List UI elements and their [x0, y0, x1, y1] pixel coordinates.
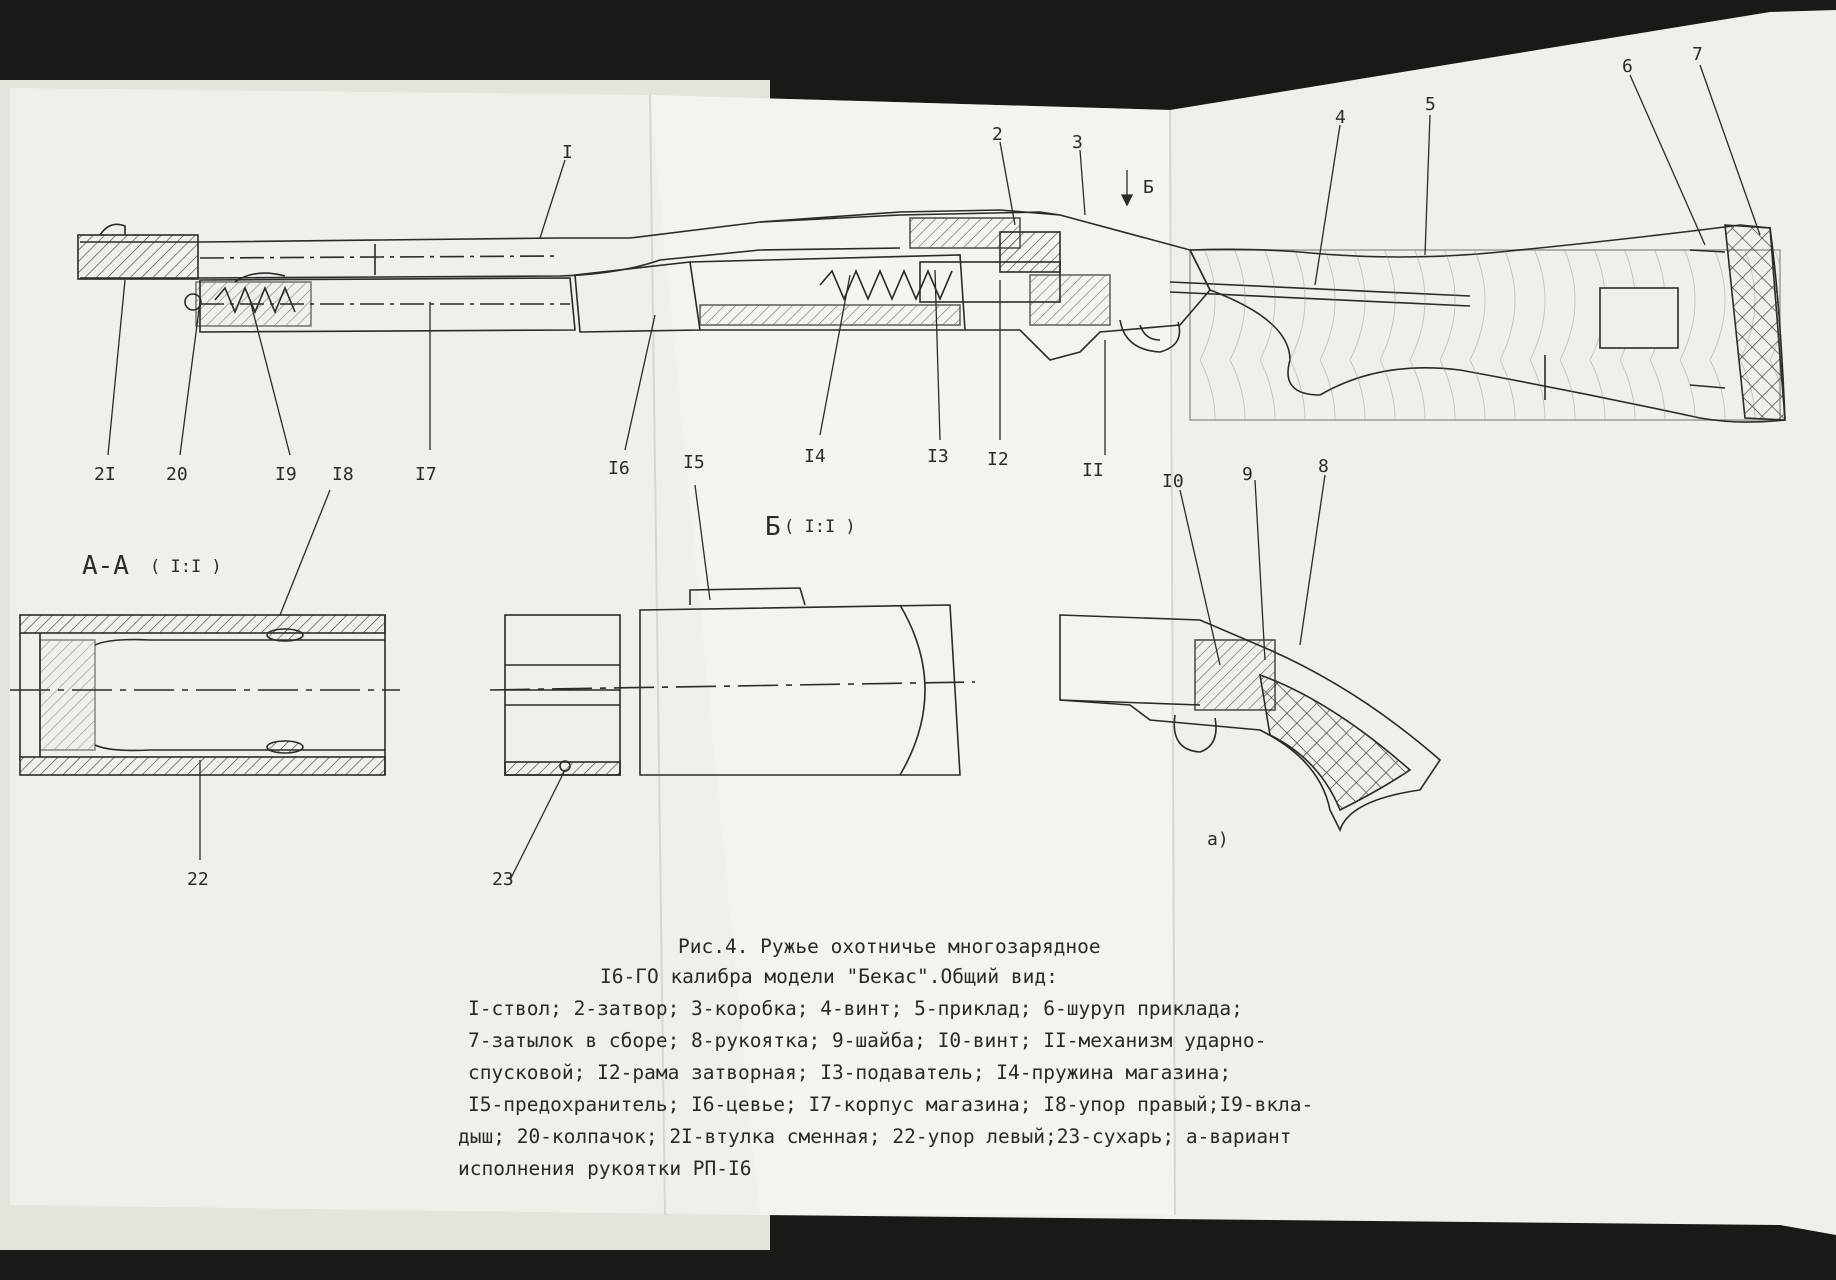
label-5: 5 [1425, 94, 1436, 115]
label-18: I8 [332, 464, 354, 485]
caption-line-6: I5-предохранитель; I6-цевье; I7-корпус м… [468, 1093, 1313, 1116]
label-22: 22 [187, 869, 209, 890]
label-1: I [562, 142, 573, 163]
label-17: I7 [415, 464, 437, 485]
label-13: I3 [927, 446, 949, 467]
caption-line-3: I-ствол; 2-затвор; 3-коробка; 4-винт; 5-… [468, 997, 1243, 1020]
caption-line-1: Рис.4. Ружье охотничье многозарядное [678, 935, 1101, 958]
variant-label: а) [1207, 829, 1229, 850]
caption-line-5: спусковой; I2-рама затворная; I3-подават… [468, 1061, 1231, 1084]
label-11: II [1082, 460, 1104, 481]
grip-variant-a: а) [1059, 614, 1442, 850]
label-19: I9 [275, 464, 297, 485]
label-6: 6 [1622, 56, 1633, 77]
label-16: I6 [608, 458, 630, 479]
label-10: I0 [1162, 471, 1184, 492]
caption-line-4: 7-затылок в сборе; 8-рукоятка; 9-шайба; … [468, 1029, 1266, 1052]
figure-caption: Рис.4. Ружье охотничье многозарядное I6-… [458, 935, 1313, 1180]
label-12: I2 [987, 449, 1009, 470]
caption-line-8: исполнения рукоятки РП-I6 [458, 1157, 752, 1180]
label-7: 7 [1692, 44, 1703, 65]
part-number-labels: I 2 3 4 5 6 7 8 9 I0 II I2 I3 I4 I5 I6 I… [94, 44, 1703, 890]
section-b: Б ( I:I ) [489, 512, 976, 776]
section-b-scale: ( I:I ) [784, 517, 856, 537]
label-2: 2 [992, 124, 1003, 145]
label-9: 9 [1242, 464, 1253, 485]
section-b-title: Б [765, 512, 781, 542]
label-3: 3 [1072, 132, 1083, 153]
label-15: I5 [683, 452, 705, 473]
section-aa: А-А ( I:I ) [10, 551, 400, 776]
section-aa-title: А-А [82, 551, 129, 581]
leader-lines [107, 64, 1761, 881]
caption-line-7: дыш; 20-колпачок; 2I-втулка сменная; 22-… [458, 1125, 1292, 1148]
label-4: 4 [1335, 107, 1346, 128]
view-arrow-label: Б [1143, 177, 1154, 198]
gun-general-view [77, 209, 1786, 423]
caption-line-2: I6-ГО калибра модели "Бекас".Общий вид: [600, 965, 1058, 988]
label-20: 20 [166, 464, 188, 485]
section-aa-scale: ( I:I ) [150, 557, 222, 577]
label-21: 2I [94, 464, 116, 485]
label-23: 23 [492, 869, 514, 890]
label-8: 8 [1318, 456, 1329, 477]
label-14: I4 [804, 446, 826, 467]
